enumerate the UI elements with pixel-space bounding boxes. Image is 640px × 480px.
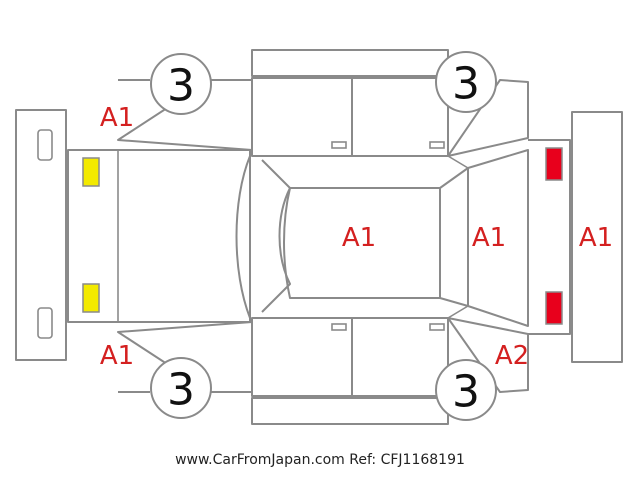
- mark-rear-right-corner: A2: [495, 341, 529, 371]
- front-left-lamp: [82, 157, 100, 187]
- wheel-rear-right: 3: [435, 359, 497, 421]
- rear-right-lamp: [545, 291, 563, 325]
- left-side-panels: [117, 49, 529, 157]
- wheel-front-left-grade: 3: [167, 61, 195, 112]
- reference-footer: www.CarFromJapan.com Ref: CFJ1168191: [175, 452, 465, 468]
- mark-rear-window: A1: [472, 223, 506, 253]
- mark-front-left-corner: A1: [100, 103, 134, 133]
- wheel-rear-left: 3: [435, 51, 497, 113]
- mark-rear-bumper: A1: [579, 223, 613, 253]
- rear-bumper: [571, 111, 623, 363]
- wheel-front-right: 3: [150, 357, 212, 419]
- wheel-front-right-grade: 3: [167, 365, 195, 416]
- car-body-top: [67, 139, 571, 335]
- mark-roof: A1: [342, 223, 376, 253]
- front-right-lamp: [82, 283, 100, 313]
- wheel-front-left: 3: [150, 53, 212, 115]
- rear-left-lamp: [545, 147, 563, 181]
- wheel-rear-right-grade: 3: [452, 367, 480, 418]
- wheel-rear-left-grade: 3: [452, 59, 480, 110]
- mark-front-right-corner: A1: [100, 341, 134, 371]
- front-bumper: [15, 109, 67, 361]
